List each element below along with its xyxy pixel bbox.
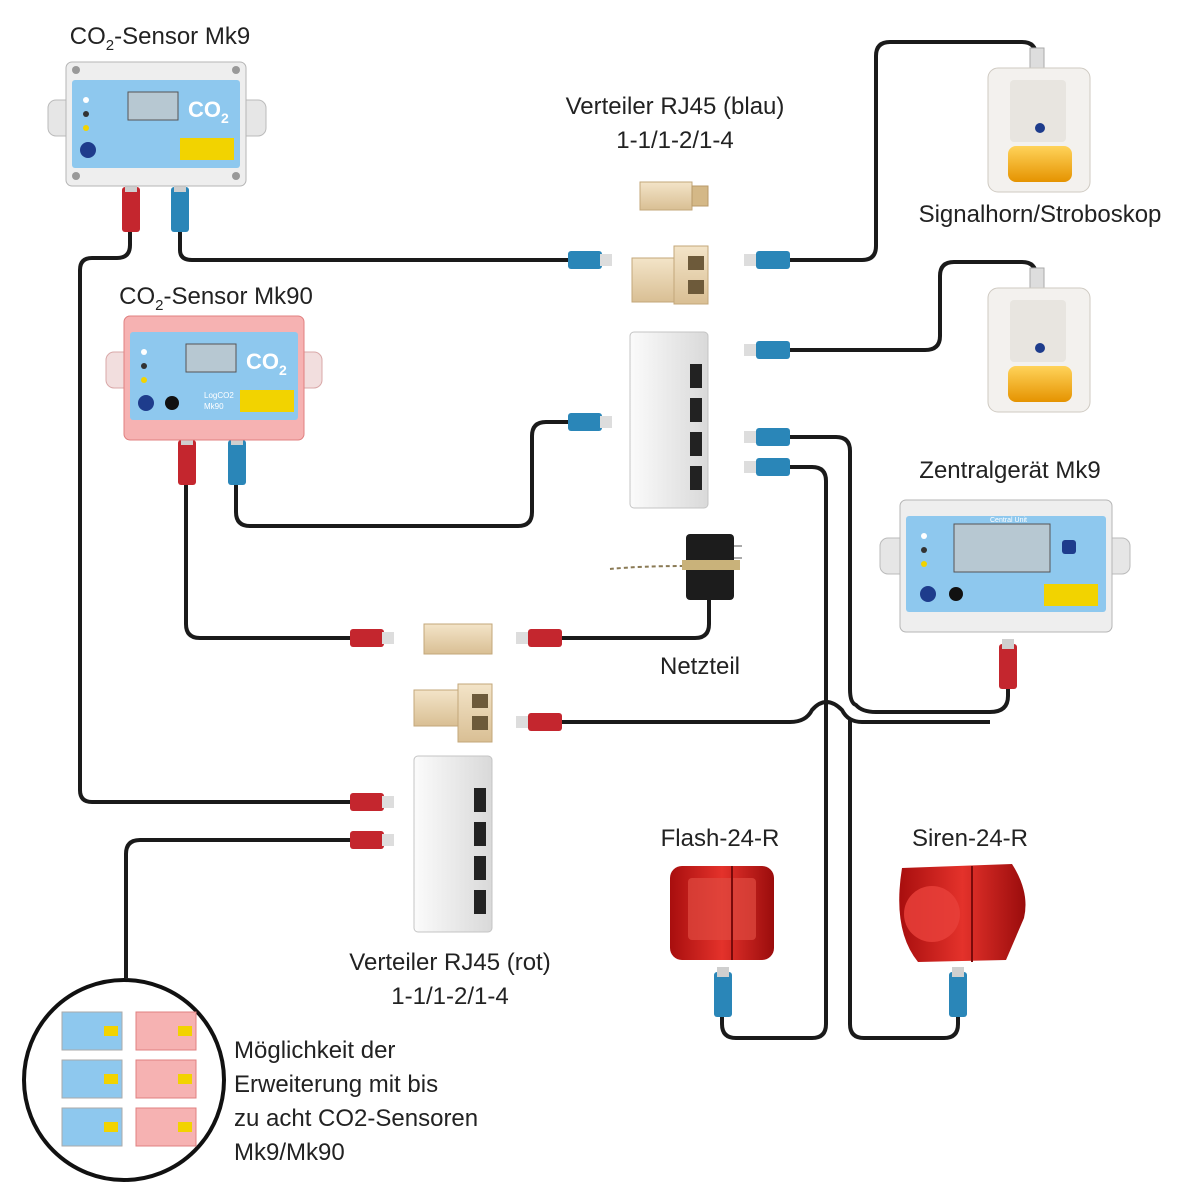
power-supply — [682, 534, 742, 600]
label-co2-sensor-mk90: CO2-Sensor Mk90 — [119, 283, 313, 314]
siren-24-r — [899, 864, 1026, 962]
label-power-supply: Netzteil — [659, 653, 741, 680]
cables — [78, 40, 1038, 1040]
plug-red-in-1 — [350, 793, 394, 811]
plugs — [122, 182, 1017, 1017]
cable-siren-loop — [848, 720, 960, 1040]
label-splitter-blue: Verteiler RJ45 (blau) 1-1/1-2/1-4 — [530, 90, 820, 158]
cable-mk9-blue-to-blue-splitter — [178, 232, 570, 262]
coupler-blue-small — [639, 181, 709, 211]
label-splitter-red-line2: 1-1/1-2/1-4 — [391, 983, 509, 1010]
plug-red-in-2 — [350, 831, 394, 849]
cable-mk9-red-to-red-splitter — [78, 232, 352, 804]
co2-sensor-mk90: CO2 LogCO2 Mk90 — [105, 315, 323, 441]
central-unit-mk9: Central Unit — [879, 499, 1131, 633]
plug-blue-out-horn1 — [744, 251, 790, 269]
splitter-red-group — [413, 623, 493, 933]
cable-expansion — [124, 838, 352, 978]
plug-mk90-red — [178, 435, 196, 485]
label-central-unit: Zentralgerät Mk9 — [919, 457, 1101, 484]
label-expansion-line2: Erweiterung mit bis — [234, 1071, 439, 1098]
label-expansion-line4: Mk9/Mk90 — [234, 1139, 345, 1166]
horn-strobe-1 — [987, 47, 1091, 193]
splitter-red-1-4 — [413, 755, 493, 933]
plug-blue-in-2 — [568, 413, 612, 431]
cable-psu — [560, 600, 711, 640]
cable-mk90-red-to-psu-coupler — [184, 480, 352, 640]
expansion-circle — [22, 978, 226, 1182]
splitter-blue-group — [629, 181, 709, 509]
plug-flash-blue — [714, 967, 732, 1017]
label-flash: Flash-24-R — [660, 825, 780, 852]
cable-central-to-red-splitter — [560, 700, 990, 724]
mk9-co2-text: CO2 — [188, 97, 229, 126]
label-splitter-red: Verteiler RJ45 (rot) 1-1/1-2/1-4 — [310, 946, 590, 1014]
plug-mk9-blue — [171, 182, 189, 232]
plug-mk90-blue — [228, 435, 246, 485]
cable-mk90-blue-to-splitter — [234, 420, 570, 528]
mini-sensor-grid — [61, 1011, 197, 1147]
plug-blue-out-4 — [744, 458, 790, 476]
plug-red-psu-right — [516, 629, 562, 647]
plug-blue-out-horn2 — [744, 341, 790, 359]
mk90-co2-text: CO2 — [246, 349, 287, 378]
cable-horn2 — [788, 260, 1038, 352]
cable-horn1 — [788, 40, 1038, 262]
plug-red-in-psu-left — [350, 629, 394, 647]
plug-siren-blue — [949, 967, 967, 1017]
central-title-text: Central Unit — [990, 517, 1027, 524]
plug-blue-in-1 — [568, 251, 612, 269]
label-expansion-line3: zu acht CO2-Sensoren — [234, 1105, 479, 1132]
mk90-model-text: LogCO2 — [204, 391, 234, 400]
label-expansion: Möglichkeit der Erweiterung mit bis zu a… — [234, 1034, 554, 1170]
label-expansion-line1: Möglichkeit der — [234, 1037, 396, 1064]
label-splitter-blue-line2: 1-1/1-2/1-4 — [616, 127, 734, 154]
plug-blue-out-3 — [744, 428, 790, 446]
splitter-blue-1-2 — [631, 245, 709, 305]
coupler-psu — [423, 623, 493, 655]
splitter-blue-1-4 — [629, 331, 709, 509]
label-splitter-blue-line1: Verteiler RJ45 (blau) — [565, 93, 785, 120]
label-siren: Siren-24-R — [911, 825, 1029, 852]
psu-wire — [609, 565, 687, 570]
splitter-red-1-2 — [413, 683, 493, 743]
plug-red-central — [516, 713, 562, 731]
cable-to-flash — [784, 435, 1010, 714]
flash-24-r — [670, 866, 774, 960]
mk90-model-text-2: Mk90 — [204, 402, 224, 411]
plug-central-red — [999, 639, 1017, 689]
co2-sensor-mk9: CO2 — [47, 61, 267, 187]
horn-strobe-2 — [987, 267, 1091, 413]
cable-flash-loop — [720, 465, 828, 1040]
label-co2-sensor-mk9: CO2-Sensor Mk9 — [69, 23, 251, 54]
plug-mk9-red — [122, 182, 140, 232]
label-horn-strobe: Signalhorn/Stroboskop — [918, 201, 1162, 228]
label-splitter-red-line1: Verteiler RJ45 (rot) — [349, 949, 551, 976]
